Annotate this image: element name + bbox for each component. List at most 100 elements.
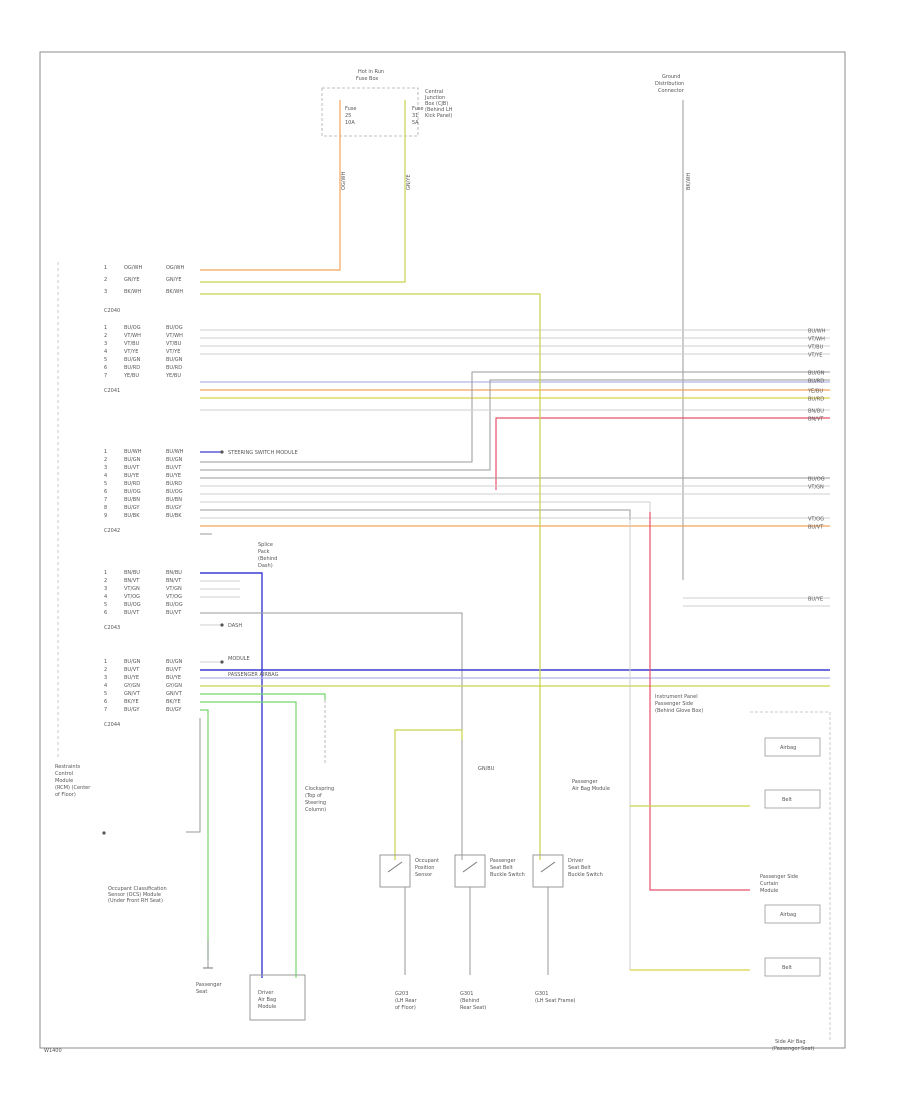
right-panel-top-1: Instrument Panel: [655, 694, 698, 700]
connector-cell: BN/VT: [166, 578, 182, 584]
right-wire-label: BN/BU: [808, 409, 824, 415]
connector-cell: BU/GY: [166, 505, 182, 511]
sensor: Occupant Classification Sensor (OCS) Mod…: [108, 886, 213, 969]
connector-cell: VT/OG: [166, 594, 182, 600]
connector-cell: BU/YE: [124, 675, 139, 681]
connector-cell: 6: [104, 489, 107, 495]
module-left-label-5: of Floor): [55, 792, 76, 798]
ground-wire-label: BK/WH: [686, 173, 692, 190]
connector-cell: BU/BK: [166, 513, 182, 519]
connector-cell: BU/OG: [166, 489, 183, 495]
connector-cell: 9: [104, 513, 107, 519]
fuse-note-2: Junction: [424, 95, 445, 101]
connector-cell: 1: [104, 325, 107, 331]
connector-cell: 1: [104, 265, 107, 271]
connector-cell: 4: [104, 683, 107, 689]
connector-cell: VT/BU: [124, 341, 140, 347]
sensor-label-3: (Under Front RH Seat): [108, 898, 163, 904]
connector-cell: GN/YE: [166, 277, 182, 283]
wires-group-5: MODULE PASSENGER AIRBAG: [186, 656, 830, 978]
connector-cell: 1: [104, 570, 107, 576]
connector-cell: BU/VT: [124, 610, 140, 616]
fuse-box-title-1: Hot in Run: [358, 69, 384, 75]
connector-cell: 3: [104, 465, 107, 471]
clock-spring-label-4: Column): [305, 807, 326, 813]
connector-cell: 5: [104, 691, 107, 697]
switch-2-ground-3: Rear Seat): [460, 1005, 486, 1011]
wire-green-1: [200, 693, 326, 700]
driver-airbag-box: [249, 974, 306, 1021]
connector-cell: BU/VT: [124, 667, 140, 673]
connector-cell: VT/GN: [166, 586, 182, 592]
sensor-label-1: Occupant Classification: [108, 886, 167, 892]
right-panel-bottom-2: Curtain: [760, 881, 778, 887]
connector-cell: 4: [104, 349, 107, 355]
wire-red-panel: [649, 512, 750, 891]
wire-bend-472: [471, 371, 830, 458]
right-panel: Instrument Panel Passenger Side (Behind …: [655, 694, 831, 1040]
right-wire-label: BU/VT: [808, 525, 824, 531]
driver-airbag-label-1: Driver: [258, 990, 274, 996]
switch-2-ground-1: G301: [460, 991, 473, 997]
right-panel-top-3: (Behind Glove Box): [655, 708, 703, 714]
wire-bend-502: [200, 501, 651, 512]
connector-cell: VT/BU: [166, 341, 182, 347]
clock-spring-label-2: (Top of: [305, 793, 322, 799]
connector-dot-dash: [220, 623, 224, 627]
switch-1-ground-2: (LH Rear: [395, 998, 417, 1004]
clock-spring: Clockspring (Top of Steering Column): [305, 700, 334, 813]
connector-cell: 6: [104, 610, 107, 616]
passenger-seat-label-1: Passenger: [196, 982, 223, 988]
right-panel-bottom-1: Passenger Side: [760, 874, 798, 880]
driver-airbag-label-3: Module: [258, 1004, 276, 1010]
connector-cell: BU/VT: [166, 610, 182, 616]
connector-cell: BU/GY: [166, 707, 182, 713]
right-wire-label: BU/GN: [808, 371, 825, 377]
bottom-right-label-1: Side Air Bag: [775, 1039, 806, 1045]
fuse-a-line-1: Fuse: [345, 106, 356, 112]
connector-cell: BU/OG: [124, 325, 141, 331]
switch-3-lever: [540, 861, 556, 873]
connector-cell: OG/WH: [166, 265, 184, 271]
connector-cell: BU/GY: [124, 505, 140, 511]
switch-3-label-1: Driver: [568, 858, 584, 864]
right-module-a-label: Airbag: [780, 745, 796, 751]
connector-cell: 6: [104, 365, 107, 371]
connector-cell: BU/GN: [166, 357, 183, 363]
switch-2-ground-2: (Behind: [460, 998, 479, 1004]
wire-green-2: [200, 701, 297, 978]
connector-cell: VT/YE: [166, 349, 180, 355]
right-wire-label: BU/RD: [808, 397, 824, 403]
connector-cell: GN/VT: [124, 691, 141, 697]
right-module-a: [764, 737, 821, 757]
switch-1-wire: [394, 729, 463, 860]
dash-label: DASH: [228, 623, 242, 629]
connector-cell: VT/OG: [124, 594, 140, 600]
wire-yellowgreen-long: [200, 293, 541, 860]
wire-gray-718: [186, 718, 201, 833]
right-wire-label: BU/WH: [808, 329, 826, 335]
connector-cell: BN/BU: [124, 570, 140, 576]
connector-cell: BU/RD: [166, 365, 182, 371]
connector-cell: BU/BK: [124, 513, 140, 519]
connector-cell: 7: [104, 373, 107, 379]
passenger-airbag: Passenger Air Bag Module: [572, 779, 610, 792]
connector-cell: BU/VT: [124, 465, 140, 471]
fuse-wire-a-label: OG/WH: [341, 172, 347, 190]
connector-dot-module: [220, 660, 224, 664]
wire-bend-613: [200, 612, 463, 740]
connector-cell: 2: [104, 667, 107, 673]
cid-dot: [102, 831, 106, 835]
connector-cell: BU/OG: [124, 602, 141, 608]
connector-id: C2041: [104, 388, 120, 394]
module-left: Restraints Control Module (RCM) (Center …: [55, 262, 91, 798]
right-module-d: [764, 957, 821, 977]
connector-cell: BU/BN: [124, 497, 140, 503]
splice: Splice Pack (Behind Dash): [258, 542, 277, 569]
page-code: W1400: [44, 1048, 62, 1054]
switches: Occupant Position Sensor G203 (LH Rear o…: [379, 729, 603, 1011]
right-wire-label: BU/OG: [808, 477, 825, 483]
connector-cell: BU/VT: [166, 667, 182, 673]
connector-dot-steering: [220, 450, 224, 454]
